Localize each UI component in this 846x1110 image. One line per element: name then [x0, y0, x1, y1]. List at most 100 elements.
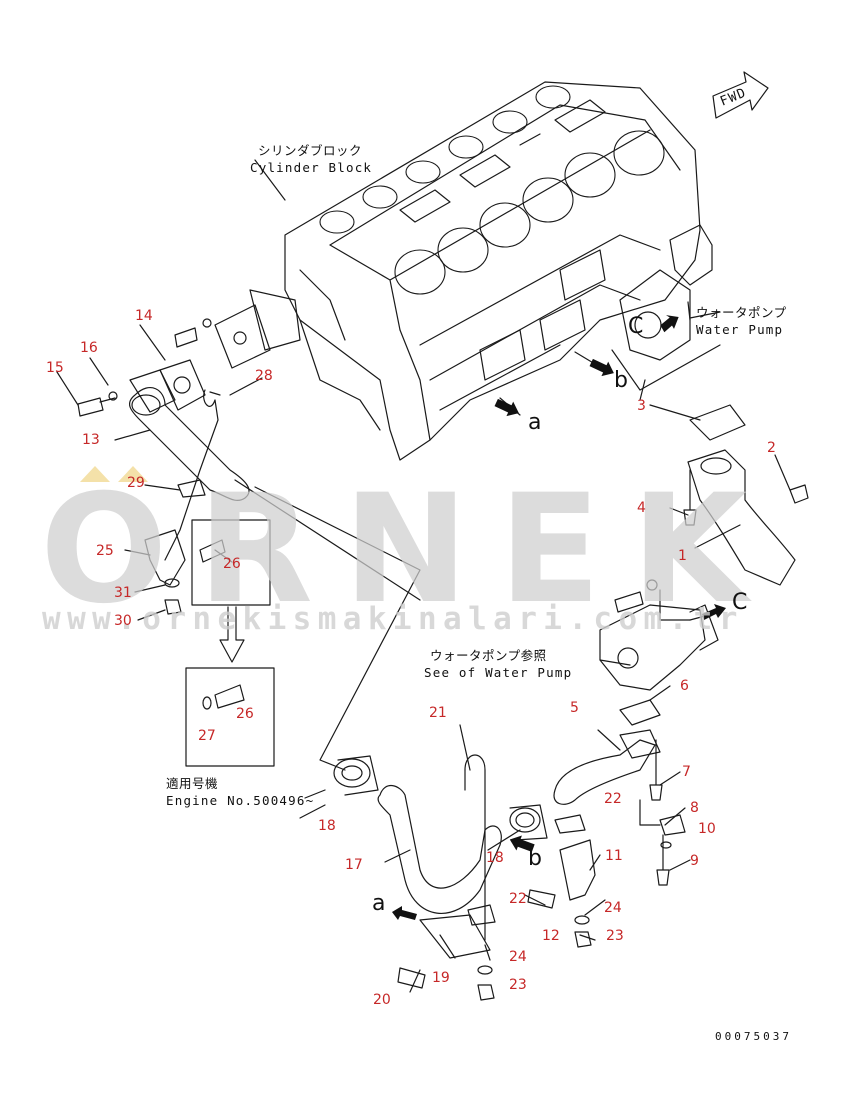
- callout-c-upper: C: [628, 314, 644, 339]
- arrow-icon-b-upper: [589, 358, 614, 377]
- part-label-24-left: 24: [509, 949, 527, 965]
- part-label-19: 19: [432, 970, 450, 986]
- pipe-13: [128, 387, 421, 601]
- cylinder-block-label-jp: シリンダブロック: [258, 143, 363, 158]
- washer-24-right: [574, 915, 590, 925]
- callout-a-lower: a: [372, 891, 386, 916]
- watermark-url: www.ornekismakinalari.com.tr: [42, 601, 744, 637]
- part-label-17: 17: [345, 857, 363, 873]
- detail-box-27: [185, 667, 275, 767]
- water-pump-label-en: Water Pump: [696, 322, 784, 337]
- bracket-19: [419, 914, 491, 959]
- hose-28: [164, 389, 219, 561]
- part-label-27: 27: [198, 728, 216, 744]
- water-pump-label-jp: ウォータポンプ: [696, 305, 787, 320]
- part-label-21: 21: [429, 705, 447, 721]
- arrow-icon-c-lower: [702, 604, 726, 620]
- part-label-30: 30: [114, 613, 132, 629]
- part-label-12: 12: [542, 928, 560, 944]
- clip-22-lower: [467, 904, 496, 926]
- washer-31: [164, 578, 180, 588]
- washer-16: [108, 391, 118, 401]
- part-label-18-left: 18: [318, 818, 336, 834]
- clip-8: [659, 814, 686, 836]
- washer-24-left: [477, 965, 493, 975]
- callout-b-upper: b: [614, 368, 628, 393]
- part-label-16: 16: [80, 340, 98, 356]
- part-label-28: 28: [255, 368, 273, 384]
- part-label-22-upper: 22: [604, 791, 622, 807]
- part-label-3: 3: [637, 398, 646, 414]
- clamp-18-right: [509, 804, 548, 841]
- bracket-11: [559, 839, 596, 901]
- part-label-23-left: 23: [509, 977, 527, 993]
- callout-c-lower: C: [732, 590, 748, 615]
- part-label-11: 11: [605, 848, 623, 864]
- watermark-brand: ORNEK: [40, 463, 778, 637]
- part-label-25: 25: [96, 543, 114, 559]
- nut-23-right: [574, 931, 592, 948]
- bolt-7: [649, 739, 663, 801]
- pipe-5: [553, 729, 661, 805]
- pipe-17: [377, 785, 502, 914]
- water-pump-body: [599, 604, 719, 691]
- callout-b-lower: b: [528, 846, 542, 871]
- arrow-icon-a-lower: [392, 906, 417, 920]
- part-label-9: 9: [690, 853, 699, 869]
- gasket-3: [689, 404, 746, 441]
- engine-number-label: Engine No.500496~: [166, 793, 315, 808]
- part-label-26-upper: 26: [223, 556, 241, 572]
- gasket-6: [619, 699, 661, 726]
- part-label-10: 10: [698, 821, 716, 837]
- clip-29: [177, 479, 206, 498]
- see-water-pump-label-jp: ウォータポンプ参照: [430, 648, 547, 663]
- see-water-pump-label-en: See of Water Pump: [424, 665, 573, 680]
- nut-23-left: [477, 984, 495, 1001]
- part-label-23-right: 23: [606, 928, 624, 944]
- cylinder-block-label-en: Cylinder Block: [250, 160, 373, 175]
- clip-22-upper: [554, 814, 586, 834]
- part-label-4: 4: [637, 500, 646, 516]
- elbow-1: [687, 449, 796, 586]
- detail-box-26: [191, 519, 271, 606]
- part-label-1: 1: [678, 548, 687, 564]
- part-label-5: 5: [570, 700, 579, 716]
- callout-a-upper: a: [528, 410, 542, 435]
- hose-21: [464, 754, 486, 941]
- part-label-7: 7: [682, 764, 691, 780]
- bolt-upper: [174, 327, 198, 348]
- bolt-15: [77, 397, 116, 417]
- bolt-4: [683, 469, 697, 526]
- bolt-20: [397, 967, 426, 989]
- part-label-15: 15: [46, 360, 64, 376]
- part-label-26-lower: 26: [236, 706, 254, 722]
- part-label-14: 14: [135, 308, 153, 324]
- part-label-8: 8: [690, 800, 699, 816]
- washer-10: [660, 841, 672, 849]
- part-label-24-right: 24: [604, 900, 622, 916]
- part-label-31: 31: [114, 585, 132, 601]
- arrow-icon-c-upper: [660, 315, 679, 333]
- part-label-6: 6: [680, 678, 689, 694]
- part-label-29: 29: [127, 475, 145, 491]
- arrow-icon-a-upper: [494, 398, 519, 417]
- cylinder-block-outline: [284, 81, 701, 461]
- fwd-arrow-icon: [712, 71, 769, 119]
- part-label-20: 20: [373, 992, 391, 1008]
- sensor-2: [789, 484, 809, 504]
- part-label-22-lower: 22: [509, 891, 527, 907]
- nut-30: [164, 599, 182, 615]
- arrow-icon-b-lower: [509, 835, 535, 852]
- clamp-18-left: [333, 755, 379, 796]
- applicable-engine-label-jp: 適用号機: [166, 776, 219, 791]
- part-label-13: 13: [82, 432, 100, 448]
- drawing-number: 00075037: [715, 1030, 792, 1043]
- part-label-2: 2: [767, 440, 776, 456]
- bracket-25: [144, 529, 186, 586]
- part-label-18-right: 18: [486, 850, 504, 866]
- flange-14: [159, 359, 206, 411]
- down-arrow-icon: [219, 606, 245, 663]
